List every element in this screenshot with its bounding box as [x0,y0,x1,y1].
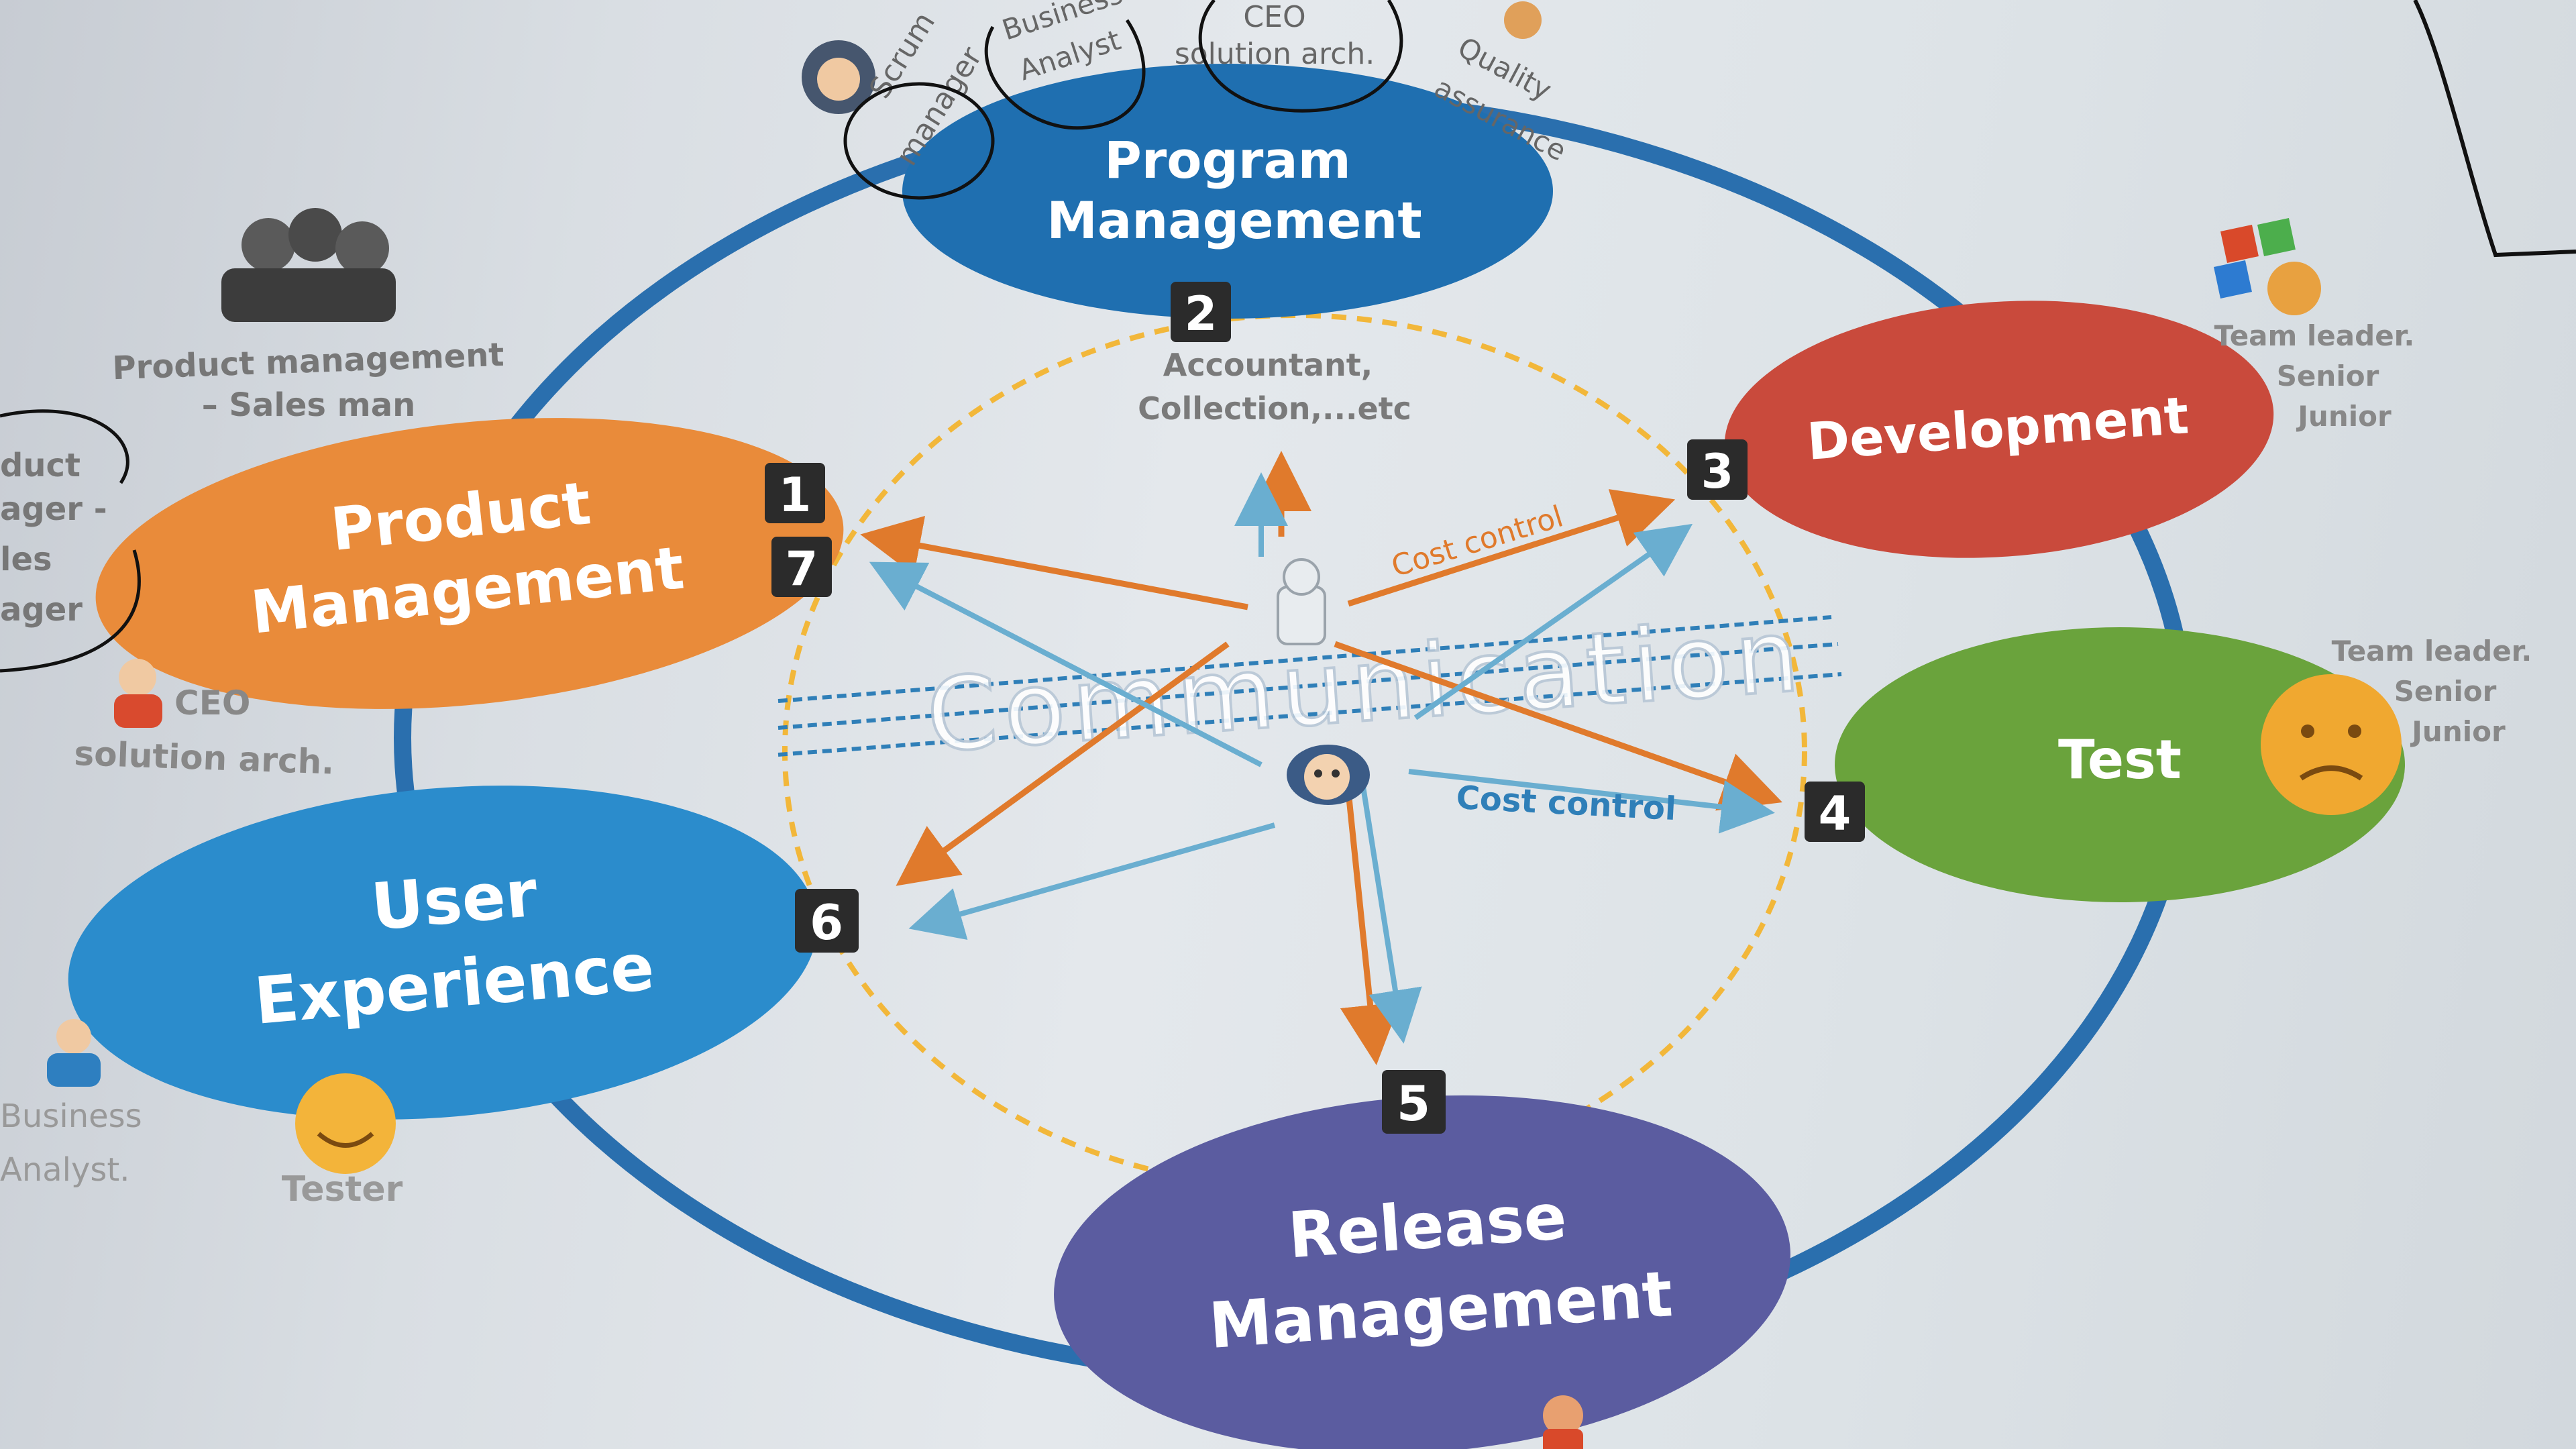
step-badge-5: 5 [1382,1070,1446,1134]
role-ceo-left-line1: CEO [174,684,250,722]
role-test-line2: Senior [2394,675,2497,708]
phase-test-title: Test [2058,729,2182,791]
role-accountant-line1: Accountant, [1163,347,1373,383]
blue-arrow-to-release [1359,777,1422,1044]
svg-text:4: 4 [1819,786,1851,841]
role-cut-line3: les [0,541,52,578]
phase-program-title-line1: Program [1104,130,1351,190]
role-accountant-line2: Collection,...etc [1138,390,1411,427]
role-test-line1: Team leader. [2332,635,2532,667]
hub-accountant-icon [1277,558,1326,645]
blue-arrow-to-product [869,561,1263,767]
role-ux-ba-line2: Analyst. [0,1151,130,1189]
phase-test[interactable]: Test [1835,627,2405,902]
handwritten-circle-ceo [1198,0,1403,113]
arrow-to-product [860,516,1248,610]
phase-release-management[interactable]: Release Management [1042,1071,1803,1449]
svg-text:7: 7 [786,541,818,596]
step-badge-4: 4 [1805,782,1865,842]
role-ux-ba-line1: Business [0,1097,142,1135]
arrow-to-test [1334,641,1782,811]
orange-arrows [860,451,1782,1065]
hub-person-icon [1287,745,1370,805]
handwritten-circle-left [0,409,141,673]
role-product-mgmt-line2: – Sales man [202,386,416,424]
frustrated-face-icon [2261,674,2402,815]
arrow-to-development [1347,489,1676,607]
svg-text:3: 3 [1701,444,1734,499]
arrow-to-user-experience [896,641,1230,886]
svg-text:2: 2 [1185,286,1218,341]
blue-arrow-to-test [1408,769,1775,834]
sales-team-icon [221,208,396,322]
phase-ux-title-line1: User [368,855,541,945]
phase-user-experience[interactable]: User Experience [54,756,831,1149]
svg-text:1: 1 [779,468,812,523]
cost-control-label-bottom: Cost control [1455,779,1677,828]
role-cut-line4: ager [0,591,83,629]
quality-assurance-icon [1504,1,1542,39]
role-ceo-left-line2: solution arch. [74,734,335,782]
handwritten-bracket-top-right [2413,0,2576,258]
role-cut-line1: duct [0,447,80,484]
role-product-mgmt-line1: Product management [112,336,505,387]
release-person-icon [1543,1395,1583,1449]
step-badge-7: 7 [771,537,832,597]
svg-text:5: 5 [1397,1075,1430,1132]
step-badge-2: 2 [1171,282,1231,342]
svg-text:6: 6 [810,894,843,951]
role-test-line3: Junior [2410,715,2506,748]
step-badge-3: 3 [1687,439,1748,500]
scrum-manager-icon [802,40,875,114]
blue-arrow-to-user-experience [908,822,1276,941]
handwritten-circle-scrum [843,82,995,200]
phase-program-title-line2: Management [1046,191,1421,250]
role-ux-tester: Tester [282,1169,403,1210]
communication-band [777,615,1842,757]
role-dev-line2: Senior [2277,360,2379,392]
team-leader-icon-development [2214,218,2321,315]
role-ceo-line2: solution arch. [1175,37,1375,71]
role-dev-line1: Team leader. [2214,319,2415,352]
role-dev-line3: Junior [2296,400,2392,433]
step-badge-1: 1 [765,463,825,523]
phase-development[interactable]: Development [1716,283,2283,576]
blue-arrows [869,472,1775,1044]
smiley-tester-icon [295,1073,396,1174]
role-ceo-line1: CEO [1243,0,1305,34]
handwritten-circle-ba [984,19,1146,130]
role-cut-line2: ager - [0,490,107,528]
step-badge-6: 6 [795,889,859,953]
business-analyst-icon-ux [47,1019,101,1087]
communication-label: Communication [923,597,1809,775]
ceo-icon-left [114,659,162,728]
phase-product-management[interactable]: Product Management [81,384,858,743]
blue-arrow-to-development [1413,523,1693,720]
